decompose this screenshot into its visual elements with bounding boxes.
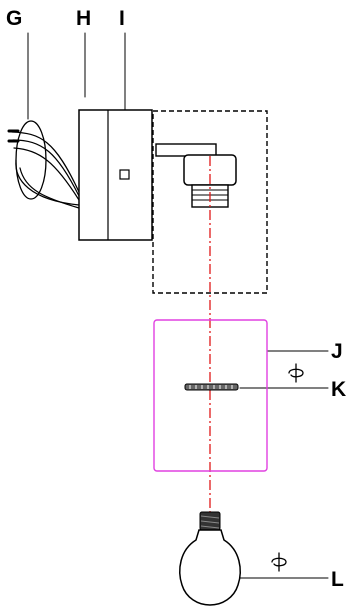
wall-mount-box (78, 109, 153, 241)
leader-lines (27, 32, 329, 579)
rotate-icon (271, 552, 287, 572)
wire-ends (7, 129, 20, 143)
lamp-arm-socket (155, 143, 237, 208)
cable-clip (15, 120, 47, 200)
light-bulb (179, 511, 241, 606)
switch-square (119, 169, 130, 180)
shade-ring (184, 383, 239, 391)
label-l: L (331, 568, 344, 591)
label-j: J (331, 340, 343, 363)
label-k: K (331, 378, 346, 401)
label-g: G (6, 7, 22, 30)
lamp-housing-dashed (152, 110, 268, 294)
label-i: I (119, 7, 125, 30)
rotate-icon (288, 363, 304, 383)
lampshade (153, 319, 268, 472)
label-h: H (76, 7, 91, 30)
